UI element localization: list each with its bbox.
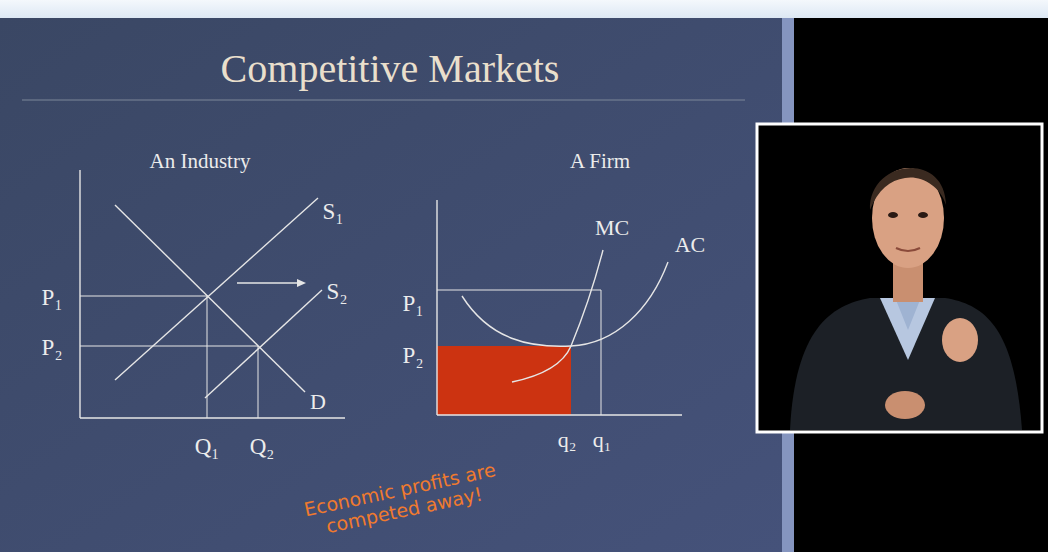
curve-label: S₁ [323,199,344,224]
axis-label: q₂ [558,428,577,452]
curve-label: MC [595,216,629,240]
axis-label: Q₂ [250,434,275,459]
graph-title: A Firm [570,150,630,173]
curve-label: AC [675,233,706,257]
slide-title: Competitive Markets [221,45,560,92]
axis-label: P₁ [403,291,424,316]
axis-label: P₁ [42,285,63,310]
presenter-figure [790,168,1022,430]
graph-title: An Industry [150,150,251,173]
axis-label: P₂ [403,343,424,368]
axis-label: q₁ [593,428,612,452]
curve-label: S₂ [327,279,348,304]
axis-label: P₂ [42,335,63,360]
axis-label: Q₁ [195,434,220,459]
curve-label: D [310,390,326,414]
